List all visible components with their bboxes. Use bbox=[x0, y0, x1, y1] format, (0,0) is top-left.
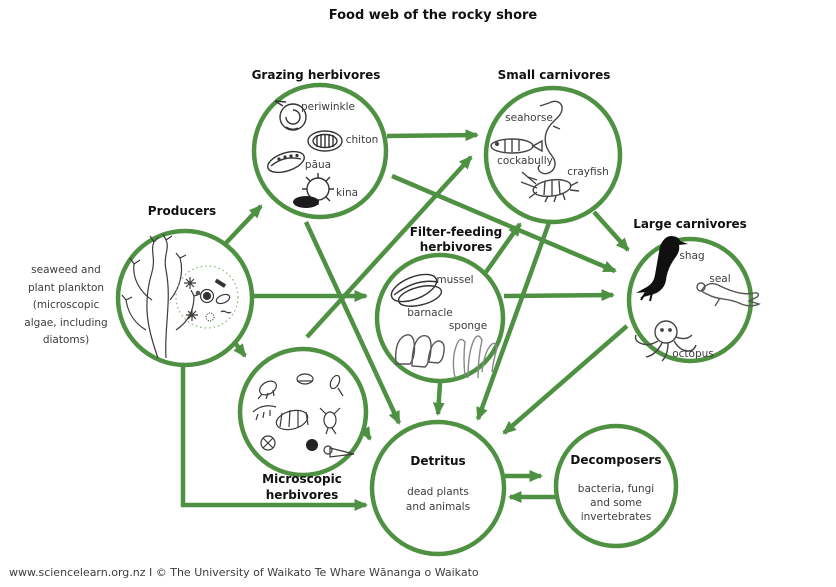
crayfish-illustration bbox=[520, 171, 580, 203]
small-carnivores-illustration bbox=[490, 100, 580, 203]
seahorse-label: seahorse bbox=[505, 112, 553, 124]
cockabully-label: cockabully bbox=[497, 155, 553, 167]
paua-illustration bbox=[267, 150, 305, 174]
arrow-small-carnivores-to-large-carnivores bbox=[592, 210, 630, 252]
cockabully-illustration bbox=[490, 138, 543, 154]
kina-label: kina bbox=[335, 187, 359, 199]
chiton-illustration bbox=[307, 130, 343, 152]
producers-label: Producers bbox=[147, 204, 217, 218]
arrow-grazing-to-large-carnivores bbox=[391, 173, 617, 274]
microscopic-herbivores-label: Microscopic herbivores bbox=[262, 472, 342, 502]
filter-feeding-illustration bbox=[390, 273, 498, 379]
grazing-herbivores-illustration bbox=[267, 100, 343, 208]
sponge-illustration bbox=[452, 335, 498, 379]
mussel-label: mussel bbox=[436, 274, 474, 286]
arrow-small-carnivores-to-detritus bbox=[475, 219, 553, 421]
footer-credit: www.sciencelearn.org.nz I © The Universi… bbox=[9, 566, 479, 579]
node-circle-producers bbox=[115, 228, 255, 368]
large-carnivores-label: Large carnivores bbox=[633, 217, 747, 231]
detritus-label: Detritus bbox=[410, 454, 466, 468]
arrow-filter-feeding-to-small-carnivores bbox=[484, 222, 522, 274]
arrow-grazing-to-detritus bbox=[303, 221, 402, 425]
sponge-label: sponge bbox=[448, 320, 488, 332]
small-carnivores-label: Small carnivores bbox=[497, 68, 611, 82]
seaweed-illustration bbox=[146, 241, 159, 359]
plankton-illustration bbox=[184, 277, 232, 322]
diagram-title: Food web of the rocky shore bbox=[328, 8, 538, 23]
decomposers-label: Decomposers bbox=[570, 453, 662, 467]
node-circle-detritus bbox=[369, 419, 507, 557]
kina-illustration bbox=[293, 173, 334, 208]
paua-label: pāua bbox=[304, 159, 332, 171]
microscopic-herbivores-illustration bbox=[252, 373, 355, 458]
periwinkle-label: periwinkle bbox=[301, 101, 355, 113]
producers-illustration bbox=[121, 233, 239, 359]
grazing-herbivores-label: Grazing herbivores bbox=[251, 68, 381, 82]
producers-note: seaweed and plant plankton (microscopic … bbox=[24, 264, 108, 346]
shag-label: shag bbox=[679, 250, 705, 262]
octopus-label: octopus bbox=[672, 348, 714, 360]
barnacle-label: barnacle bbox=[407, 307, 453, 319]
crayfish-label: crayfish bbox=[567, 166, 609, 178]
octopus-illustration bbox=[634, 320, 697, 362]
decomposers-description: bacteria, fungi and some invertebrates bbox=[577, 483, 655, 523]
plankton-circle bbox=[175, 265, 239, 329]
seal-label: seal bbox=[709, 273, 731, 285]
arrow-producers-to-detritus bbox=[180, 364, 369, 511]
arrow-producers-to-grazing bbox=[223, 204, 263, 246]
periwinkle-illustration bbox=[274, 100, 307, 131]
arrow-filter-feeding-to-detritus bbox=[432, 382, 445, 417]
large-carnivores-illustration bbox=[634, 236, 761, 362]
mussel-illustration bbox=[390, 273, 443, 307]
node-circle-small-carnivores bbox=[483, 85, 623, 225]
chiton-label: chiton bbox=[345, 134, 379, 146]
arrow-microscopic-to-small-carnivores bbox=[305, 155, 473, 339]
seahorse-illustration bbox=[537, 100, 563, 175]
node-circle-decomposers bbox=[553, 423, 679, 549]
seal-illustration bbox=[696, 282, 761, 307]
arrow-large-carnivores-to-detritus bbox=[502, 324, 629, 435]
arrow-grazing-to-small-carnivores bbox=[386, 129, 480, 142]
detritus-description: dead plants and animals bbox=[405, 486, 471, 513]
filter-feeding-herbivores-label: Filter-feeding herbivores bbox=[409, 225, 503, 254]
shag-illustration bbox=[636, 236, 688, 298]
barnacle-illustration bbox=[394, 334, 445, 368]
